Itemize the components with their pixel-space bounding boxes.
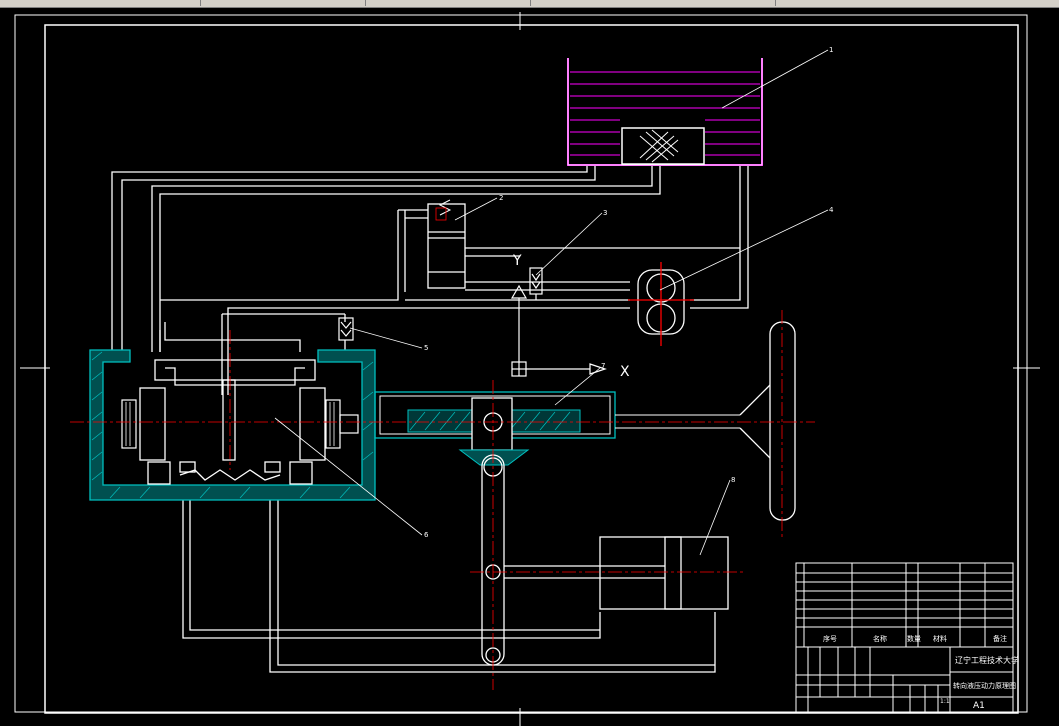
callout-1: 1 bbox=[829, 46, 833, 54]
pitman-linkage bbox=[481, 454, 665, 666]
callout-5: 5 bbox=[424, 344, 428, 352]
header-cell-notes: 备注 bbox=[993, 634, 1007, 643]
y-marker-label: Y bbox=[512, 253, 522, 269]
callout-8: 8 bbox=[731, 476, 735, 484]
callout-4: 4 bbox=[829, 206, 834, 214]
cad-drawing: Y X bbox=[14, 12, 1040, 726]
valve-markers: Y X bbox=[510, 253, 630, 380]
header-cell-name: 名称 bbox=[873, 634, 887, 643]
power-cylinder-8 bbox=[599, 536, 729, 610]
centerlines bbox=[70, 310, 815, 690]
sheet-size: A1 bbox=[973, 701, 985, 711]
drawing-name: 转向液压动力原理图 bbox=[953, 681, 1016, 690]
callout-7: 7 bbox=[601, 362, 605, 370]
school-name: 辽宁工程技术大学 bbox=[955, 655, 1019, 665]
callout-numbers: 1 2 3 4 5 6 7 8 bbox=[424, 46, 834, 539]
callout-2: 2 bbox=[499, 194, 503, 202]
control-valve-housing bbox=[89, 349, 376, 501]
sheet-frame bbox=[14, 12, 1040, 726]
title-block bbox=[795, 562, 1014, 714]
header-cell-qty: 数量 bbox=[907, 634, 921, 643]
window-toolbar-strip bbox=[0, 0, 1059, 8]
x-marker-label: X bbox=[620, 364, 630, 380]
callout-3: 3 bbox=[603, 209, 607, 217]
relief-valve-4 bbox=[427, 199, 466, 289]
steering-wheel bbox=[739, 321, 796, 521]
header-cell-material: 材料 bbox=[933, 634, 947, 643]
scale-value: 1:1 bbox=[940, 698, 950, 705]
check-valve-5 bbox=[529, 267, 543, 300]
oil-tank bbox=[567, 58, 763, 166]
callout-leaders bbox=[274, 49, 829, 556]
title-block-text: 序号 名称 数量 材料 备注 辽宁工程技术大学 转向液压动力原理图 A1 1:1 bbox=[823, 634, 1019, 711]
hydraulic-lines bbox=[111, 166, 749, 673]
header-cell-index: 序号 bbox=[823, 634, 837, 643]
check-valve-6 bbox=[338, 317, 354, 341]
gear-pump-3 bbox=[628, 262, 694, 346]
callout-6: 6 bbox=[424, 531, 429, 539]
tank-filter bbox=[621, 127, 705, 165]
